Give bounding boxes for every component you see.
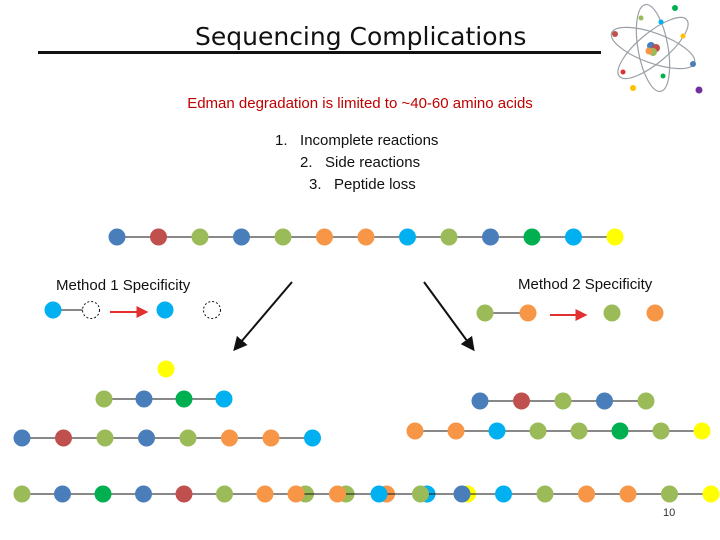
residue-orange (221, 429, 238, 447)
method-1-arrow (233, 281, 293, 352)
residue-blue (482, 228, 499, 246)
residue-green (179, 429, 197, 447)
residue-green (661, 485, 678, 503)
residue-cyan (565, 228, 582, 246)
peptide-chains (13, 228, 720, 503)
residue-blue (135, 485, 152, 503)
residue-darkgreen (175, 390, 193, 408)
residue-blue (138, 429, 155, 447)
residue-green (96, 429, 114, 447)
residue-blue (233, 228, 250, 246)
residue-cyan (399, 228, 416, 246)
residue-green (13, 485, 31, 503)
residue-placeholder (82, 301, 100, 319)
list-number: 3. (309, 176, 322, 193)
residue-cyan (156, 301, 174, 319)
residue-green (216, 485, 233, 503)
residue-cyan (495, 485, 512, 503)
method-1-fragment-3 (13, 429, 321, 447)
residue-yellow (702, 485, 720, 503)
method-2-fragment-1 (471, 392, 655, 410)
residue-green (95, 390, 113, 408)
residue-blue (453, 485, 471, 503)
residue-green (652, 422, 670, 440)
residue-cyan (488, 422, 506, 440)
residue-green (412, 485, 429, 503)
residue-green (554, 392, 572, 410)
method-1-label: Method 1 Specificity (56, 277, 191, 294)
residue-blue (135, 390, 153, 408)
residue-green (274, 228, 292, 246)
residue-red (55, 429, 72, 447)
residue-orange (406, 422, 424, 440)
residue-darkgreen (611, 422, 629, 440)
residue-blue (54, 485, 71, 503)
residue-green (476, 304, 494, 322)
method-1-fragment-1 (157, 360, 175, 378)
list-number: 2. (300, 154, 313, 171)
complication-item-1: 1. Incomplete reactions (275, 133, 438, 148)
residue-green (637, 392, 655, 410)
residue-green (536, 485, 554, 503)
residue-green (440, 228, 458, 246)
residue-orange (646, 304, 664, 322)
residue-cyan (370, 485, 388, 503)
list-text: Incomplete reactions (300, 132, 439, 149)
residue-yellow (157, 360, 175, 378)
residue-cyan (215, 390, 233, 408)
atom-logo-icon (610, 3, 703, 94)
title-underline (38, 51, 601, 54)
residue-orange (256, 485, 274, 503)
residue-orange (357, 228, 375, 246)
residue-green (529, 422, 547, 440)
residue-red (513, 392, 530, 410)
residue-green (603, 304, 621, 322)
method-2-fragment-3 (287, 485, 720, 503)
residue-green (570, 422, 588, 440)
residue-orange (329, 485, 346, 503)
residue-blue (596, 392, 613, 410)
residue-red (150, 228, 167, 246)
method-2-arrow (423, 281, 475, 352)
page-number: 10 (663, 507, 676, 519)
complication-item-2: 2. Side reactions (300, 155, 420, 170)
list-text: Side reactions (325, 154, 421, 171)
residue-cyan (44, 301, 62, 319)
list-number: 1. (275, 132, 288, 149)
residue-orange (316, 228, 333, 246)
list-text: Peptide loss (334, 176, 416, 193)
residue-yellow (693, 422, 711, 440)
method-2-fragment-2 (406, 422, 711, 440)
residue-blue (471, 392, 489, 410)
method-1-fragment-2 (95, 390, 233, 408)
residue-orange (447, 422, 465, 440)
original-peptide-chain (108, 228, 624, 246)
slide-title: Sequencing Complications (195, 22, 527, 51)
residue-darkgreen (523, 228, 541, 246)
residue-red (175, 485, 193, 503)
residue-green (191, 228, 209, 246)
slide-subtitle: Edman degradation is limited to ~40-60 a… (187, 95, 533, 112)
method-2-label: Method 2 Specificity (518, 276, 653, 293)
residue-blue (108, 228, 126, 246)
residue-yellow (606, 228, 624, 246)
residue-orange (578, 485, 595, 503)
residue-blue (13, 429, 31, 447)
residue-orange (519, 304, 537, 322)
residue-orange (262, 429, 280, 447)
residue-orange (287, 485, 305, 503)
residue-placeholder (203, 301, 221, 319)
residue-darkgreen (94, 485, 112, 503)
residue-orange (619, 485, 637, 503)
complication-item-3: 3. Peptide loss (309, 177, 416, 192)
residue-cyan (304, 429, 321, 447)
